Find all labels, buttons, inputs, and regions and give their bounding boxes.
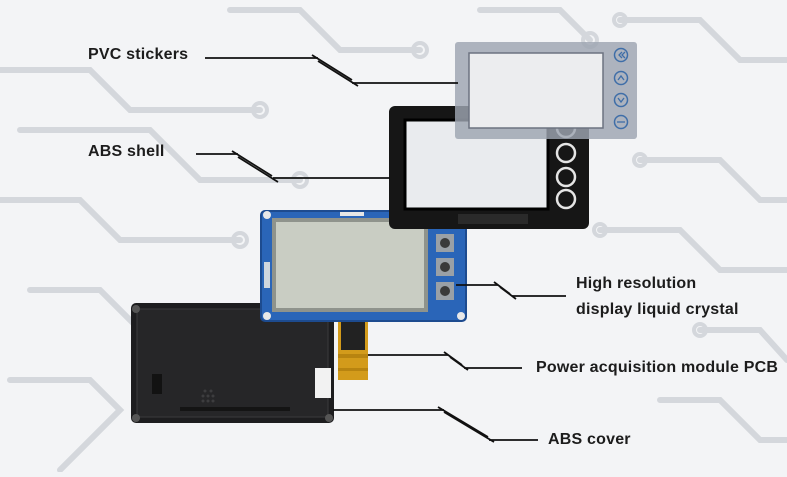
lcd-screen [276, 222, 424, 308]
ok-icon [613, 114, 629, 130]
leader-pvc [205, 54, 458, 87]
leader-lines [196, 54, 566, 443]
leader-abs-shell [196, 150, 390, 183]
double-chevron-left-icon [613, 47, 629, 63]
pvc-sticker [455, 42, 637, 139]
pcb-display-board [260, 210, 467, 322]
flex-cable [338, 318, 368, 380]
chevron-down-icon [613, 92, 629, 108]
abs-cover [131, 303, 334, 423]
chevron-up-icon [613, 70, 629, 86]
leader-display [456, 281, 566, 300]
leader-pcb [368, 351, 522, 371]
pcb-buttons [436, 234, 454, 300]
display-label-line2: display liquid crystal [576, 301, 739, 318]
display-label-line1: High resolution [576, 275, 697, 292]
speaker-grille [201, 389, 215, 403]
leader-abs-cover [333, 406, 538, 443]
pvc-stickers-label: PVC stickers [88, 46, 189, 63]
pcb-label: Power acquisition module PCB [536, 359, 779, 376]
abs-shell-label: ABS shell [88, 143, 165, 160]
abs-cover-label: ABS cover [548, 431, 631, 448]
circuit-background [0, 7, 787, 473]
